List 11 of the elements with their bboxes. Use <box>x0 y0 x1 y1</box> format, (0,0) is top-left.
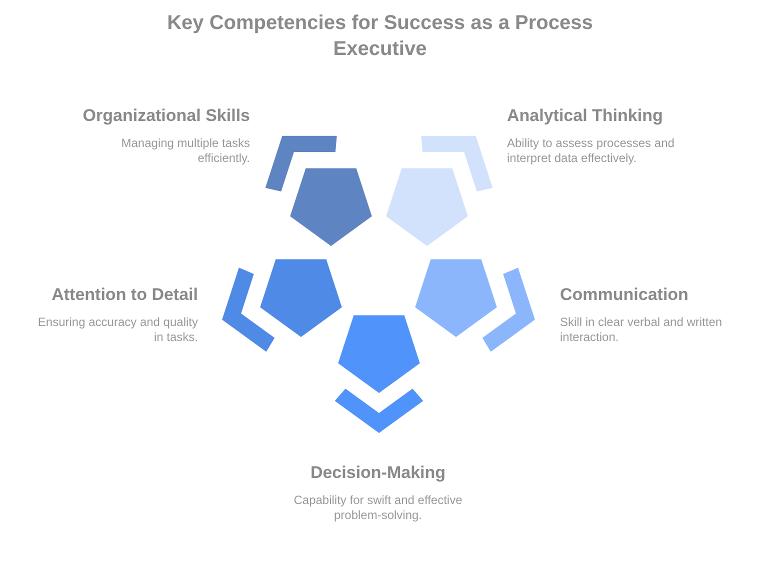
competency-description: Ensuring accuracy and quality in tasks. <box>36 315 198 345</box>
competency-description: Capability for swift and effective problem-solving. <box>292 493 464 523</box>
competency-heading: Organizational Skills <box>82 106 250 126</box>
competency-description: Managing multiple tasks efficiently. <box>120 136 250 166</box>
title: Key Competencies for Success as a Process Executive <box>166 11 594 62</box>
competency-description: Skill in clear verbal and written interaction. <box>560 315 724 345</box>
competency-heading: Decision-Making <box>309 463 447 483</box>
competency-heading: Analytical Thinking <box>507 106 664 126</box>
competency-heading: Communication <box>560 285 690 305</box>
competency-description: Ability to assess processes and interpret data effectively. <box>507 136 676 166</box>
competency-heading: Attention to Detail <box>50 285 198 305</box>
